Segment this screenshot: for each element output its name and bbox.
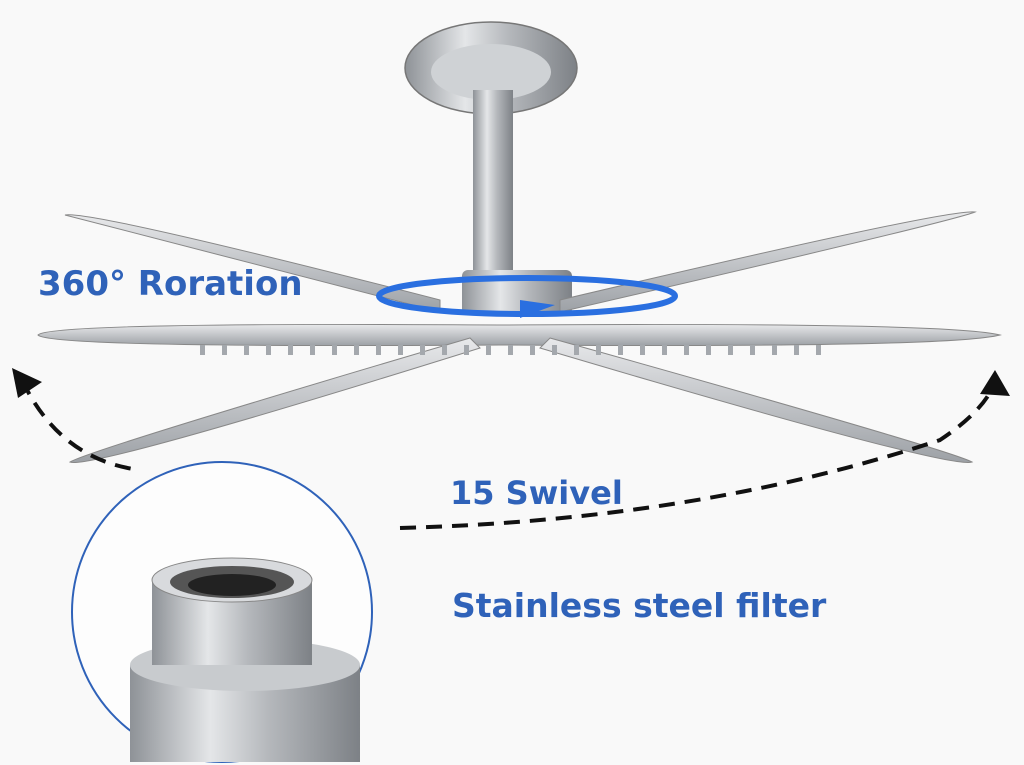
swivel-arc xyxy=(20,379,997,530)
nozzle xyxy=(486,345,491,355)
swivel-arrowhead-left-icon xyxy=(12,368,42,398)
nozzle xyxy=(222,345,227,355)
nozzle xyxy=(596,345,601,355)
nozzle xyxy=(530,345,535,355)
nozzle xyxy=(574,345,579,355)
flange-inner xyxy=(431,44,551,100)
nozzle xyxy=(750,345,755,355)
filter-label: Stainless steel filter xyxy=(452,586,827,625)
nozzle xyxy=(662,345,667,355)
nozzle xyxy=(684,345,689,355)
nozzle xyxy=(200,345,205,355)
nozzle xyxy=(376,345,381,355)
nozzle xyxy=(354,345,359,355)
swivel-label: 15 Swivel xyxy=(450,474,623,512)
nozzle xyxy=(508,345,513,355)
nozzle xyxy=(772,345,777,355)
nozzles xyxy=(200,345,821,355)
nozzle xyxy=(706,345,711,355)
nozzle xyxy=(244,345,249,355)
nozzle xyxy=(310,345,315,355)
nozzle xyxy=(640,345,645,355)
nozzle xyxy=(420,345,425,355)
rotation-arrowhead-icon xyxy=(520,300,555,318)
swivel-arrowhead-right-icon xyxy=(980,370,1010,396)
nozzle xyxy=(398,345,403,355)
nozzle xyxy=(552,345,557,355)
shower-blades xyxy=(37,211,1002,463)
shower-arm xyxy=(473,90,513,270)
nozzle xyxy=(288,345,293,355)
nozzle xyxy=(728,345,733,355)
nozzle xyxy=(266,345,271,355)
nozzle xyxy=(464,345,469,355)
rotation-label: 360° Roration xyxy=(38,264,303,304)
filter-fitting xyxy=(130,557,360,762)
nozzle xyxy=(332,345,337,355)
nozzle xyxy=(442,345,447,355)
nozzle xyxy=(816,345,821,355)
nozzle xyxy=(794,345,799,355)
nozzle xyxy=(618,345,623,355)
